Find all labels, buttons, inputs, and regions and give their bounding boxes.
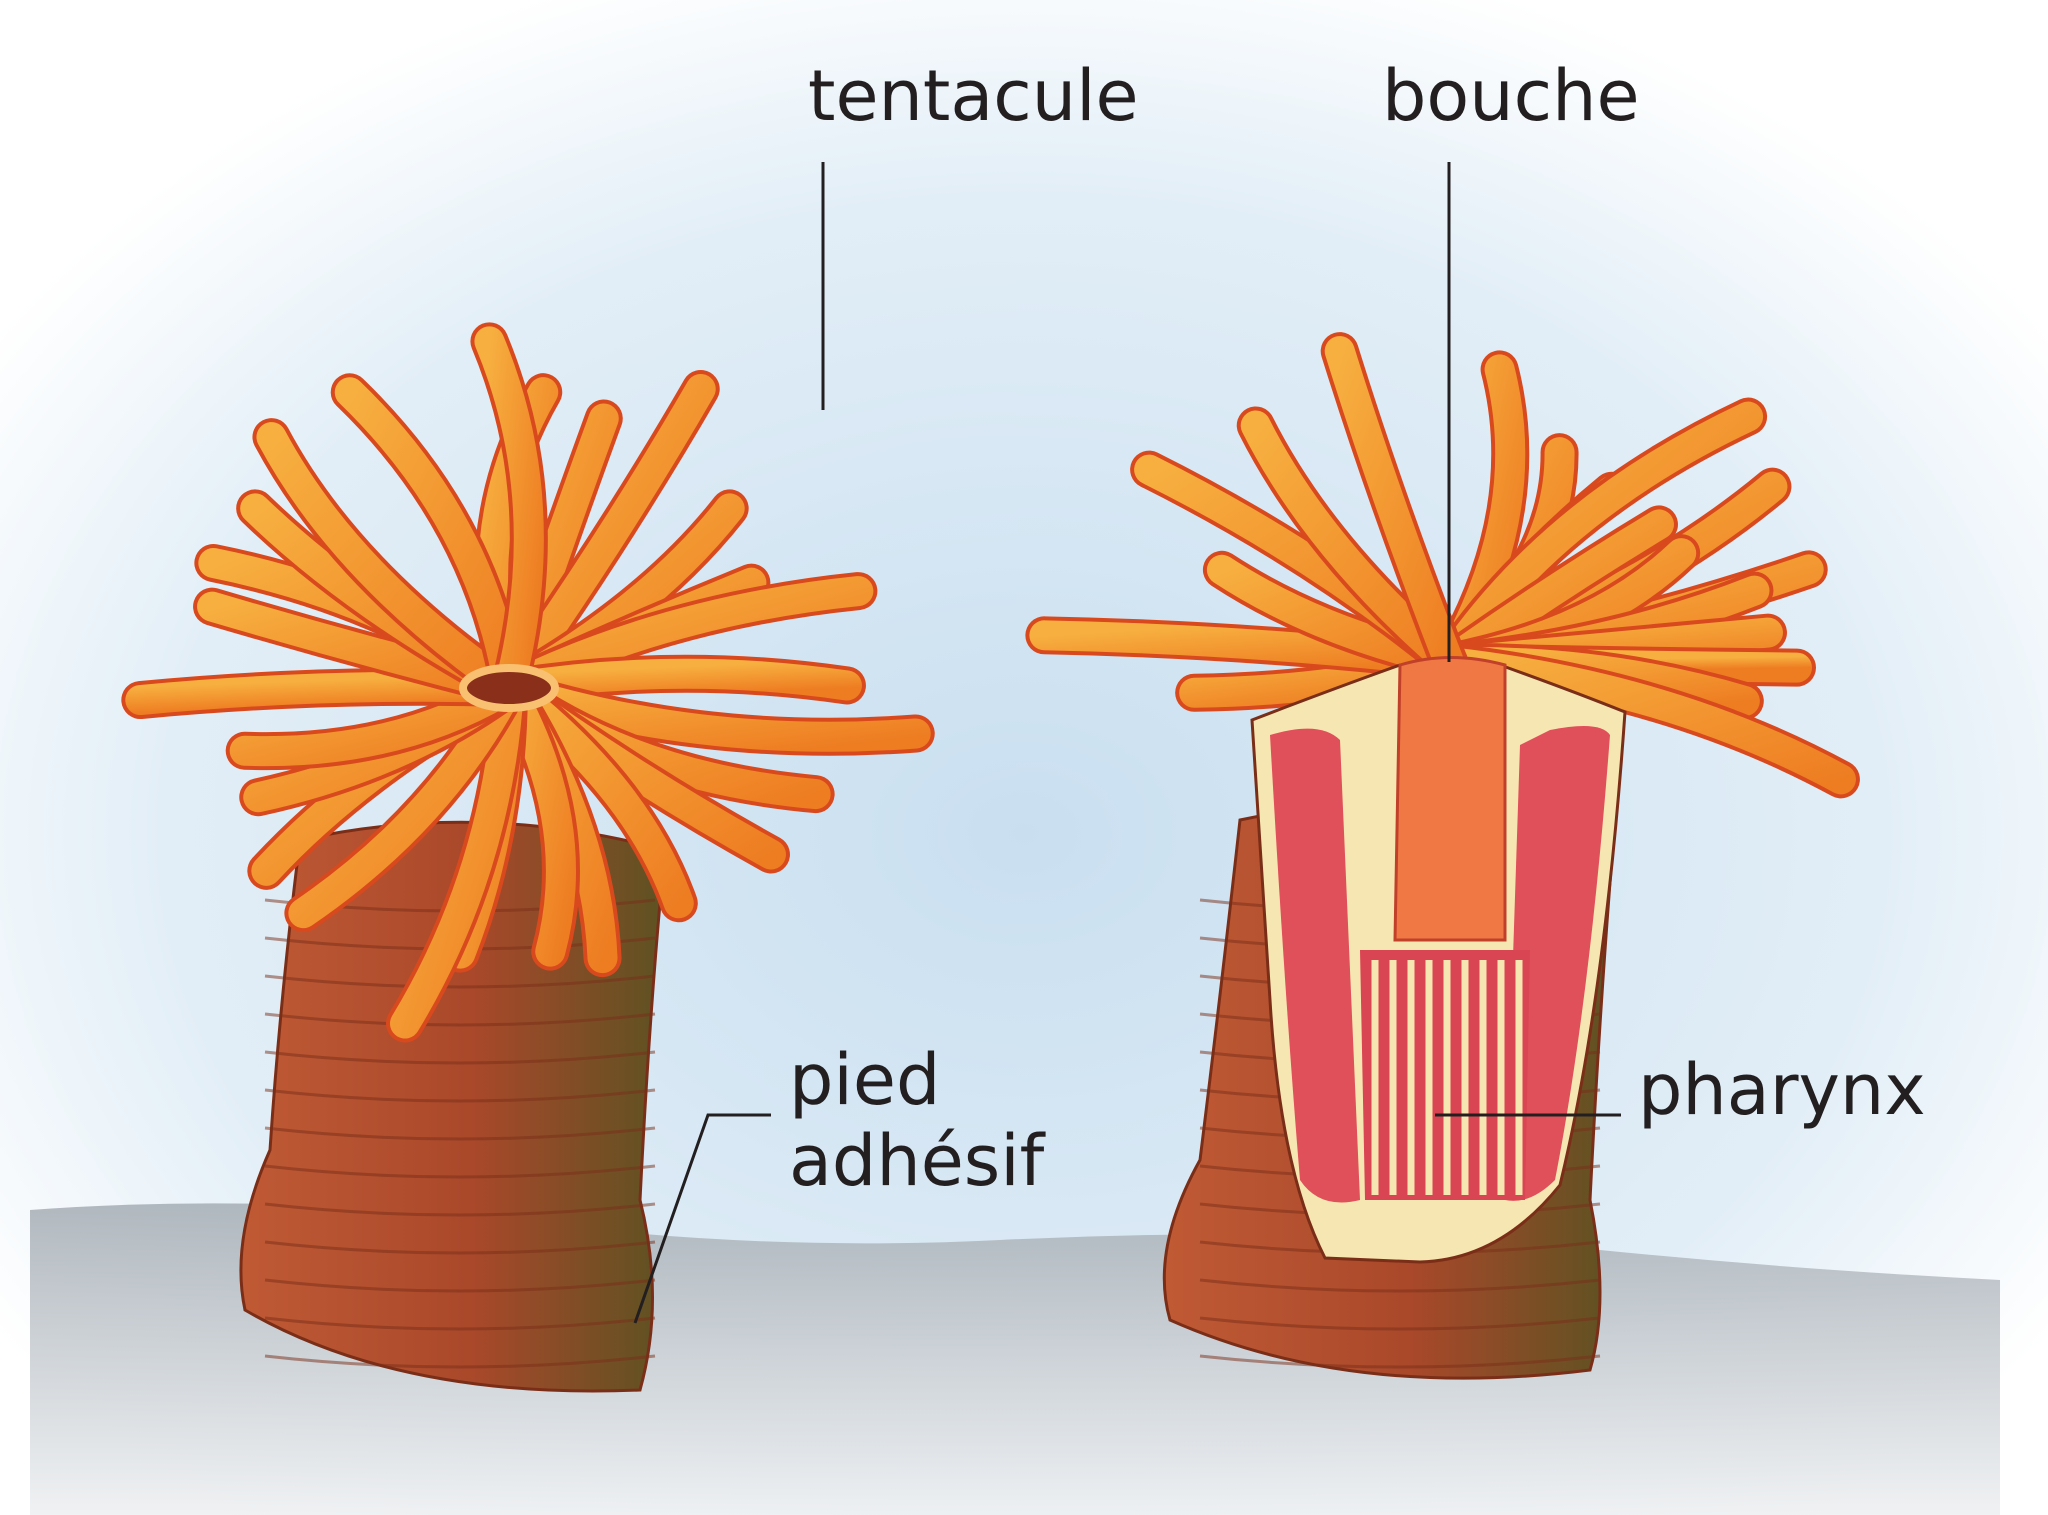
left-mouth — [459, 664, 559, 712]
wrinkle — [264, 974, 656, 989]
wrinkle — [264, 1278, 656, 1293]
wrinkle — [264, 1050, 656, 1065]
tentacle — [474, 326, 544, 703]
pharynx-tube — [1393, 656, 1507, 942]
label-pharynx: pharynx — [1638, 1049, 1926, 1131]
wrinkle — [264, 1240, 656, 1255]
cavity-right — [1505, 726, 1610, 1201]
wrinkle — [264, 1012, 656, 1027]
right-tentacles — [1025, 332, 1860, 799]
label-tentacle: tentacule — [808, 55, 1139, 137]
foot-leader-line — [633, 1113, 771, 1324]
label-foot: pied adhésif — [789, 1040, 1044, 1201]
wrinkle — [1199, 1354, 1601, 1369]
cavity-left — [1270, 728, 1360, 1203]
left-body-wrinkles — [264, 898, 656, 1369]
tentacle — [1240, 410, 1464, 677]
wrinkle — [264, 1354, 656, 1369]
pharynx-folds — [1371, 960, 1523, 1195]
label-mouth: bouche — [1382, 55, 1640, 137]
wrinkle — [264, 1126, 656, 1141]
label-foot-line1: pied — [789, 1039, 941, 1121]
label-foot-line2: adhésif — [789, 1119, 1045, 1202]
wrinkle — [264, 1088, 656, 1103]
wrinkle — [264, 1316, 656, 1331]
tentacle — [256, 422, 524, 703]
tentacle — [1324, 336, 1464, 677]
wrinkle — [264, 1202, 656, 1217]
wrinkle — [1199, 1316, 1601, 1331]
wrinkle — [1199, 1278, 1601, 1293]
wrinkle — [264, 1164, 656, 1179]
tentacle — [390, 673, 524, 1039]
cutaway-section — [1250, 656, 1627, 1264]
left-tentacles — [121, 322, 935, 1043]
